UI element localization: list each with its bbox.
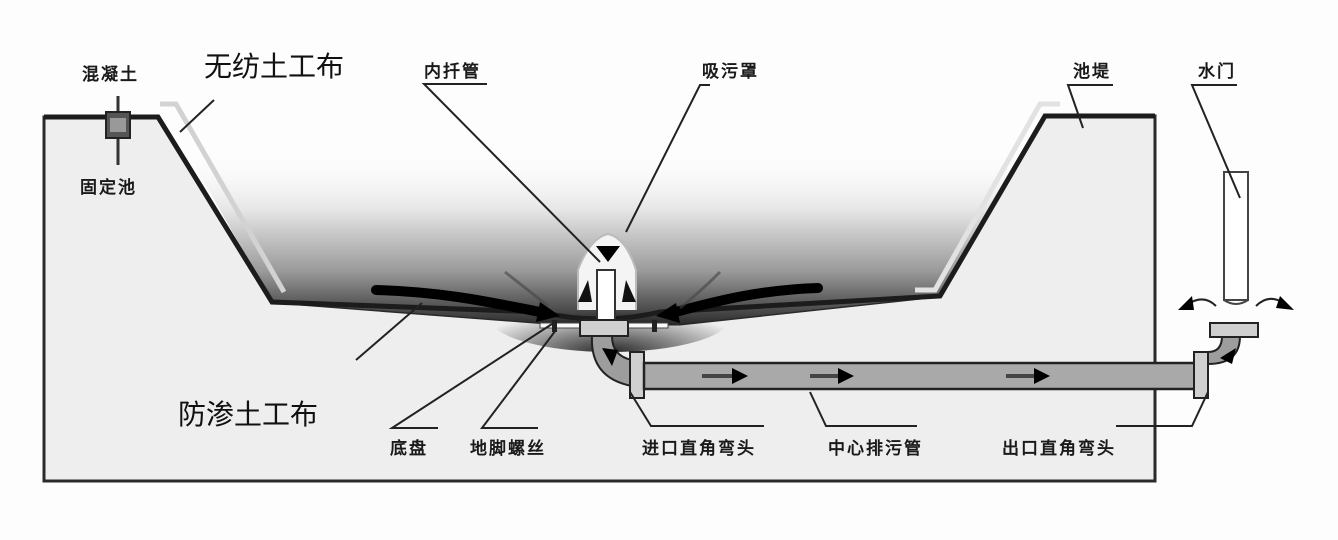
central-drain-pipe [642, 361, 1198, 391]
label-pond-dike: 池堤 [1073, 61, 1111, 82]
suction-arrow-icon [596, 246, 620, 262]
pipe-flow-arrow-icon [1006, 368, 1050, 384]
label-nonwoven-geotextile: 无纺土工布 [204, 50, 344, 83]
label-suction-hood: 吸污罩 [702, 61, 759, 82]
label-fixing-pool: 固定池 [80, 177, 137, 198]
inlet-elbow [590, 335, 645, 399]
pipe-flow-arrow-icon [702, 368, 748, 384]
label-inlet-elbow: 进口直角弯头 [642, 438, 756, 459]
label-central-drain-pipe: 中心排污管 [828, 438, 923, 459]
leader-lines [179, 83, 1241, 429]
label-base-plate: 底盘 [390, 438, 428, 459]
water-gate [1178, 171, 1294, 310]
label-concrete: 混凝土 [82, 64, 139, 85]
overflow-arrow-icon [1178, 296, 1194, 310]
inner-insert-pipe [596, 269, 616, 321]
label-water-gate: 水门 [1198, 61, 1236, 82]
pipe-flow-arrow-icon [810, 368, 854, 384]
anchor-screw [552, 320, 557, 332]
flow-arrows [371, 270, 823, 323]
concrete-anchor [105, 96, 131, 165]
label-inner-insert-pipe: 内扦管 [424, 61, 481, 82]
anchor-screw [652, 320, 657, 332]
label-anchor-screw: 地脚螺丝 [470, 438, 546, 459]
label-antiseepage-geotextile: 防渗土工布 [178, 398, 318, 431]
outlet-elbow [1193, 322, 1259, 399]
label-outlet-elbow: 出口直角弯头 [1002, 438, 1116, 459]
overflow-arrow-icon [1276, 296, 1294, 310]
